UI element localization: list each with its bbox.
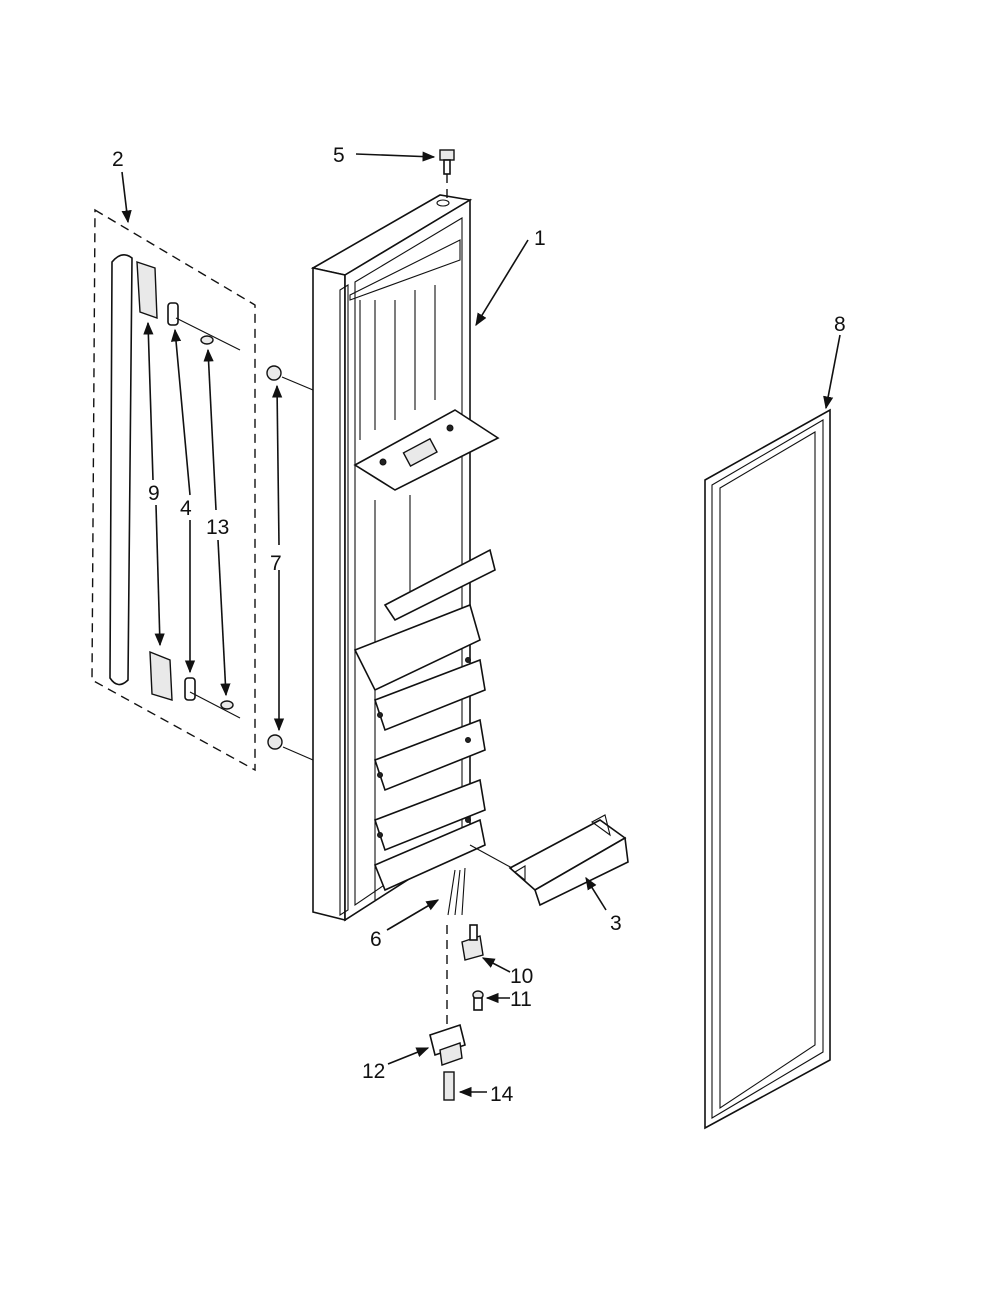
callout-8: 8 [823,313,846,410]
svg-text:2: 2 [112,148,124,171]
callout-1: 1 [475,227,546,327]
svg-text:4: 4 [180,497,192,520]
callout-5: 5 [333,144,436,167]
callout-6: 6 [370,899,440,951]
svg-text:8: 8 [834,313,846,336]
callout-7: 7 [270,384,285,732]
callout-2: 2 [112,148,132,224]
svg-text:1: 1 [534,227,546,250]
callout-13: 13 [203,348,231,697]
callout-14: 14 [458,1083,514,1106]
top-hinge-screw [439,149,455,198]
handle-assembly [91,208,256,772]
door-panel [310,194,500,922]
svg-text:9: 9 [148,482,160,505]
svg-text:12: 12 [362,1060,385,1083]
svg-text:13: 13 [206,516,229,539]
svg-text:11: 11 [510,988,532,1011]
callout-4: 4 [170,328,196,674]
callout-12: 12 [362,1047,430,1083]
door-gasket [704,408,831,1130]
callout-9: 9 [143,321,165,647]
svg-text:14: 14 [490,1083,514,1106]
svg-text:5: 5 [333,144,345,167]
lower-hinge-parts [429,924,484,1101]
door-shelf-bin [469,814,629,907]
callout-3: 3 [585,876,622,935]
svg-text:3: 3 [610,912,622,935]
mounting-screws [266,365,314,761]
callout-11: 11 [485,988,532,1011]
svg-text:10: 10 [510,965,533,988]
callout-10: 10 [481,957,533,988]
svg-text:7: 7 [270,552,282,575]
svg-text:6: 6 [370,928,382,951]
